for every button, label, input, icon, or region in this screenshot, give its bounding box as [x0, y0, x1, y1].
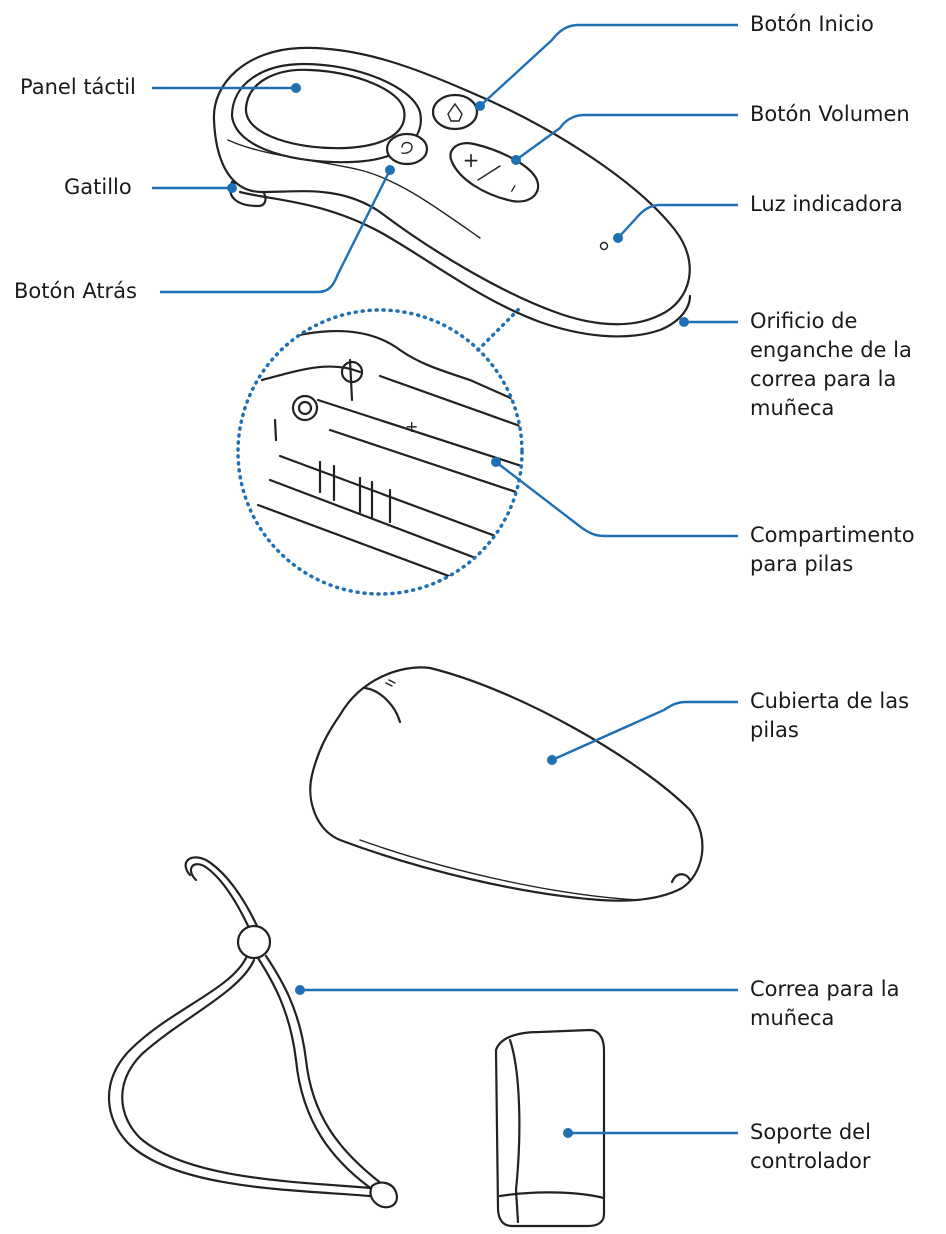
label-line: muñeca	[750, 396, 835, 420]
battery-plus-glyph: +	[405, 417, 418, 436]
leader-boton-volumen	[511, 113, 738, 165]
label-correa: Correa para la muñeca	[750, 975, 900, 1033]
label-line: Panel táctil	[20, 75, 136, 99]
leader-gatillo	[152, 183, 237, 193]
wrist-strap-illustration	[107, 856, 398, 1209]
volume-plus-glyph: +	[463, 148, 480, 172]
home-button	[431, 93, 479, 131]
leader-compartimento	[491, 457, 738, 538]
label-boton-inicio: Botón Inicio	[750, 10, 874, 39]
label-line: muñeca	[750, 1006, 835, 1030]
volume-button: + –	[449, 142, 540, 203]
label-line: correa para la	[750, 367, 897, 391]
label-line: Soporte del	[750, 1120, 871, 1144]
label-line: Orificio de	[750, 309, 858, 333]
label-line: para pilas	[750, 552, 854, 576]
battery-cover-illustration	[309, 666, 704, 902]
leader-panel-tactil	[152, 83, 301, 93]
label-gatillo: Gatillo	[64, 173, 132, 202]
label-cubierta: Cubierta de las pilas	[750, 687, 909, 745]
label-line: Botón Inicio	[750, 12, 874, 36]
label-line: Luz indicadora	[750, 192, 903, 216]
label-line: Correa para la	[750, 977, 900, 1001]
battery-compartment-magnifier: +	[236, 306, 524, 596]
magnifier-ring	[236, 308, 524, 596]
leader-correa	[295, 985, 738, 995]
label-line: pilas	[750, 718, 799, 742]
touchpad	[244, 68, 406, 150]
leader-cubierta	[547, 700, 738, 765]
leader-orificio	[679, 317, 738, 327]
label-panel-tactil: Panel táctil	[20, 73, 136, 102]
label-boton-volumen: Botón Volumen	[750, 100, 910, 129]
controller-illustration: + –	[212, 46, 692, 338]
indicator-light	[599, 241, 609, 251]
leader-soporte	[563, 1128, 738, 1138]
label-line: Botón Atrás	[14, 279, 137, 303]
label-soporte: Soporte del controlador	[750, 1118, 871, 1176]
label-line: Cubierta de las	[750, 689, 910, 713]
label-compartimento: Compartimento para pilas	[750, 521, 915, 579]
leader-boton-atras	[160, 165, 395, 294]
leader-lines	[152, 23, 738, 1138]
label-line: enganche de la	[750, 338, 912, 362]
label-line: Compartimento	[750, 523, 915, 547]
leader-luz-indicadora	[613, 203, 738, 243]
leader-boton-inicio	[475, 23, 738, 111]
label-line: controlador	[750, 1149, 871, 1173]
label-orificio: Orificio de enganche de la correa para la m…	[750, 307, 912, 423]
label-line: Botón Volumen	[750, 102, 910, 126]
label-boton-atras: Botón Atrás	[14, 277, 137, 306]
label-line: Gatillo	[64, 175, 132, 199]
back-button	[385, 132, 429, 166]
controller-holder-illustration	[494, 1028, 606, 1228]
label-luz-indicadora: Luz indicadora	[750, 190, 903, 219]
